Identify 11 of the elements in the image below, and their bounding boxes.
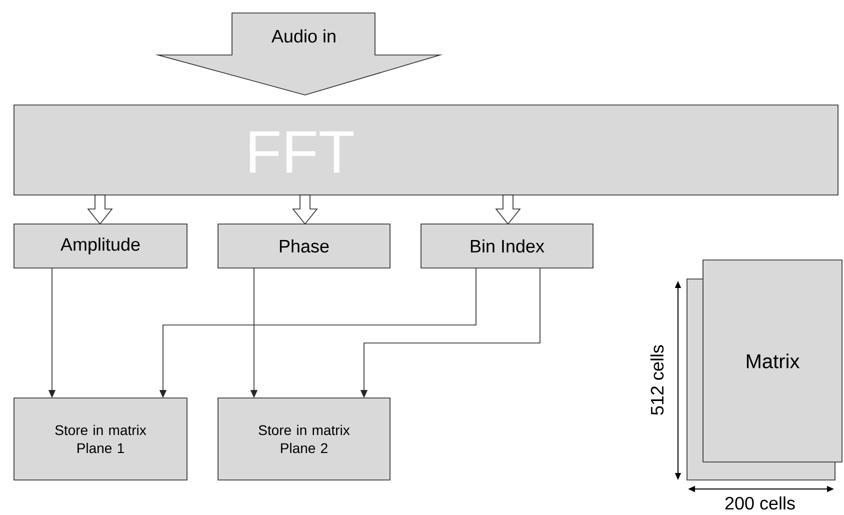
process-box: Store in matrix Plane 2: [218, 398, 390, 480]
process-box: Bin Index: [420, 224, 594, 268]
process-box: Amplitude: [14, 224, 188, 268]
matrix-plane: Matrix: [702, 260, 842, 462]
block-arrow: [495, 194, 521, 225]
block-arrow: [292, 194, 318, 225]
block-arrow: [87, 194, 113, 225]
process-box: Phase: [218, 224, 390, 268]
dimension-label: 200 cells: [725, 496, 795, 510]
process-box: Store in matrix Plane 1: [14, 398, 188, 480]
dimension-label: 512 cells: [650, 345, 664, 415]
